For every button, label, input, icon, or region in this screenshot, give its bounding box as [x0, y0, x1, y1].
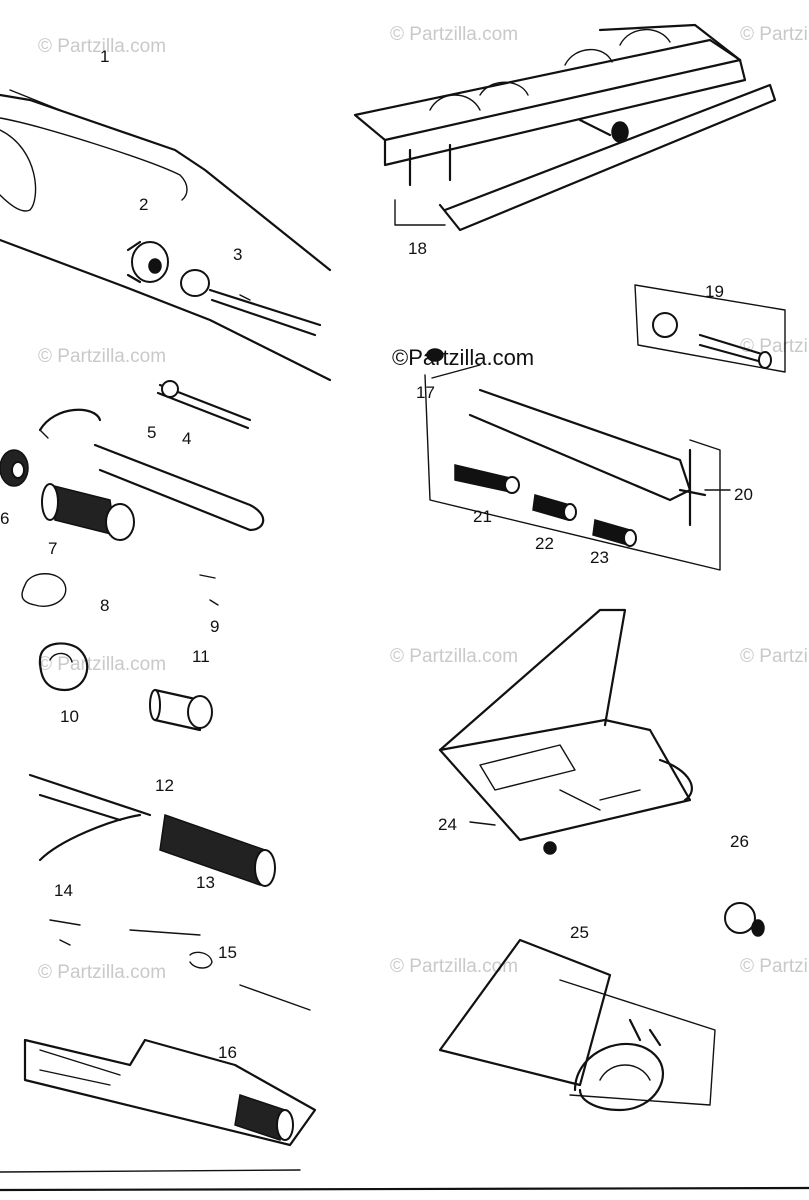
watermark: © Partzilla.com — [38, 36, 166, 57]
part-1-drawing — [0, 89, 332, 382]
part-1-label: 1 — [100, 47, 109, 66]
part-5-label: 5 — [147, 423, 156, 442]
watermark: © Partzilla.com — [390, 956, 518, 977]
part-16-label: 16 — [218, 1043, 237, 1062]
part-19-label: 19 — [705, 282, 724, 301]
part-20-label: 20 — [734, 485, 753, 504]
bottom-border — [0, 1186, 809, 1192]
watermark: © Partzilla.com — [740, 956, 809, 977]
watermark: © Partzilla.com — [38, 654, 166, 675]
part-9-drawing — [199, 574, 219, 606]
watermark-center: ©Partzilla.com — [392, 345, 534, 370]
watermark: © Partzilla.com — [740, 336, 809, 357]
bottom-border — [0, 1169, 301, 1173]
part-24-drawing — [438, 608, 693, 855]
part-13-label: 13 — [196, 873, 215, 892]
part-26-drawing — [724, 902, 765, 937]
part-15-label: 15 — [218, 943, 237, 962]
part-7-label: 7 — [48, 539, 57, 558]
part-10-label: 10 — [60, 707, 79, 726]
part-9-label: 9 — [210, 617, 219, 636]
part-6-label: 6 — [0, 509, 9, 528]
part-14-label: 14 — [54, 881, 73, 900]
part-22-label: 22 — [535, 534, 554, 553]
part-19-drawing — [634, 284, 786, 373]
part-14-drawing — [49, 919, 311, 1011]
part-11-drawing — [149, 688, 213, 732]
part-12-drawing — [28, 773, 276, 887]
part-4-label: 4 — [182, 429, 191, 448]
part-5-drawing — [38, 408, 265, 532]
part-26-label: 26 — [730, 832, 749, 851]
part-4-drawing — [156, 380, 252, 430]
part-23-label: 23 — [590, 548, 609, 567]
part-20-drawing — [424, 348, 721, 571]
watermark: © Partzilla.com — [38, 346, 166, 367]
part-25-drawing — [438, 938, 716, 1112]
part-6-drawing — [0, 449, 29, 487]
watermark-layer: © Partzilla.com © Partzilla.com © Partzi… — [38, 24, 809, 983]
part-2-label: 2 — [139, 195, 148, 214]
watermark: © Partzilla.com — [390, 24, 518, 45]
watermark: © Partzilla.com — [740, 646, 809, 667]
part-11-label: 11 — [192, 647, 210, 666]
part-24-label: 24 — [438, 815, 457, 834]
part-3-label: 3 — [233, 245, 242, 264]
part-3-drawing — [180, 269, 322, 337]
part-8-drawing — [21, 573, 67, 607]
watermark: © Partzilla.com — [38, 962, 166, 983]
part-17-label: 17 — [416, 383, 435, 402]
part-16-drawing — [23, 1038, 317, 1147]
leader-lines — [431, 364, 731, 826]
part-8-label: 8 — [100, 596, 109, 615]
part-10-drawing — [38, 642, 89, 692]
part-21-label: 21 — [473, 507, 492, 526]
part-labels: 1 2 3 4 5 6 7 8 9 10 11 12 13 14 15 16 1… — [0, 47, 753, 1062]
part-18-label: 18 — [408, 239, 427, 258]
sockets-21-23-drawing — [454, 464, 637, 547]
part-7-drawing — [41, 483, 135, 541]
part-2-drawing — [126, 240, 169, 284]
part-25-label: 25 — [570, 923, 589, 942]
watermark: © Partzilla.com — [390, 646, 518, 667]
watermark: © Partzilla.com — [740, 24, 809, 45]
part-12-label: 12 — [155, 776, 174, 795]
part-18-drawing — [353, 23, 777, 232]
